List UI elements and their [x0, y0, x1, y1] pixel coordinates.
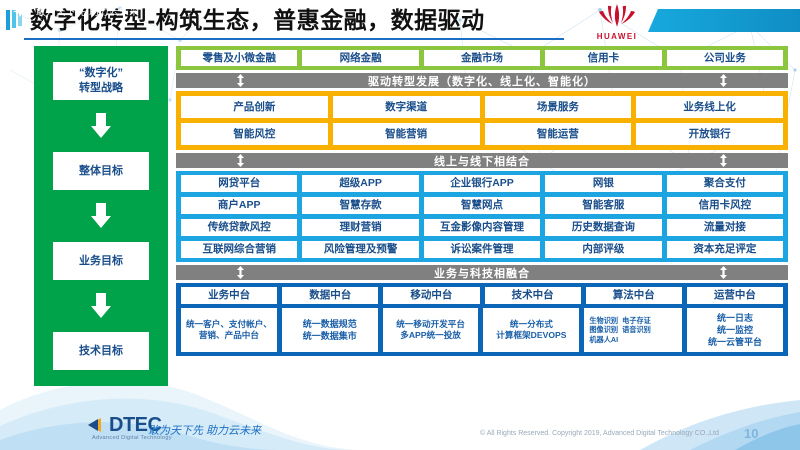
- double-arrow-icon: [237, 74, 244, 87]
- business-goal-item[interactable]: 商户APP: [181, 197, 298, 214]
- sidebar-item-tech-goal[interactable]: 技术目标: [53, 332, 149, 370]
- header-ribbon: [648, 9, 800, 32]
- sidebar-item-strategy[interactable]: “数字化”转型战略: [53, 62, 149, 100]
- business-goal-item[interactable]: 内部评级: [545, 241, 662, 258]
- business-lines-row: 零售及小微金融 网络金融 金融市场 信用卡 公司业务: [181, 50, 784, 66]
- dtec-wordmark: DTEC: [109, 414, 162, 436]
- business-goal-band: 网贷平台 超级APP 企业银行APP 网银 聚合支付 商户APP 智慧存款 智慧…: [176, 171, 788, 262]
- business-goal-item[interactable]: 传统贷款风控: [181, 219, 298, 236]
- business-goal-item[interactable]: 理财营销: [302, 219, 419, 236]
- page-number: 10: [744, 426, 759, 441]
- connector-drive-label: 驱动转型发展（数字化、线上化、智能化）: [368, 75, 596, 88]
- business-goal-item[interactable]: 信用卡风控: [666, 197, 784, 214]
- business-goal-item[interactable]: 互金影像内容管理: [423, 219, 541, 236]
- double-arrow-icon: [720, 74, 727, 87]
- overall-goal-item[interactable]: 数字渠道: [332, 96, 480, 118]
- footer-slogan: 敢为天下先 助力云未来: [148, 425, 262, 437]
- ribbon-slogan: 敢为天下先 助力云未来: [36, 7, 140, 18]
- double-arrow-icon: [237, 266, 244, 279]
- business-goal-item[interactable]: 互联网综合营销: [181, 241, 298, 258]
- tech-goal-title[interactable]: 运营中台: [686, 287, 784, 304]
- main-content: 零售及小微金融 网络金融 金融市场 信用卡 公司业务 驱动转型发展（数字化、线上…: [176, 46, 788, 356]
- business-goal-row-1: 网贷平台 超级APP 企业银行APP 网银 聚合支付: [181, 175, 784, 192]
- overall-goal-item[interactable]: 智能营销: [332, 123, 480, 145]
- title-underline: [24, 38, 564, 40]
- connector-online-offline-label: 线上与线下相结合: [434, 155, 530, 168]
- business-goal-item[interactable]: 超级APP: [302, 175, 419, 192]
- tech-goal-title[interactable]: 数据中台: [282, 287, 379, 304]
- overall-goal-item[interactable]: 场景服务: [484, 96, 632, 118]
- overall-goal-row-1: 产品创新 数字渠道 场景服务 业务线上化: [181, 96, 783, 118]
- slide-header: 数字化转型-构筑生态，普惠金融，数据驱动 HUAWEI 敢为天下先 助力云未来: [0, 0, 800, 41]
- overall-goal-band: 产品创新 数字渠道 场景服务 业务线上化 智能风控 智能营销 智能运营 开放银行: [176, 91, 788, 150]
- tech-goal-detail: 统一客户、支付帐户、营销、产品中台: [181, 308, 277, 352]
- business-goal-row-3: 传统贷款风控 理财营销 互金影像内容管理 历史数据查询 流量对接: [181, 219, 784, 236]
- huawei-wordmark: HUAWEI: [596, 32, 638, 41]
- tech-goal-title[interactable]: 业务中台: [181, 287, 278, 304]
- arrow-down-icon-1: [91, 113, 111, 139]
- page-title: 数字化转型-构筑生态，普惠金融，数据驱动: [30, 7, 485, 33]
- business-goal-item[interactable]: 网贷平台: [181, 175, 298, 192]
- business-goal-item[interactable]: 资本充足评定: [666, 241, 784, 258]
- business-goal-item[interactable]: 智能客服: [545, 197, 662, 214]
- business-goal-item[interactable]: 智慧网点: [423, 197, 541, 214]
- tech-goal-detail-row: 统一客户、支付帐户、营销、产品中台 统一数据规范统一数据集市 统一移动开发平台多…: [181, 308, 783, 352]
- business-goal-row-2: 商户APP 智慧存款 智慧网点 智能客服 信用卡风控: [181, 197, 784, 214]
- tech-goal-title-row: 业务中台 数据中台 移动中台 技术中台 算法中台 运营中台: [181, 287, 784, 304]
- connector-fusion: 业务与科技相融合: [176, 265, 788, 280]
- tech-goal-band: 业务中台 数据中台 移动中台 技术中台 算法中台 运营中台 统一客户、支付帐户、…: [176, 283, 788, 356]
- connector-drive: 驱动转型发展（数字化、线上化、智能化）: [176, 73, 788, 88]
- dtec-triangle-inner-icon: [88, 419, 98, 431]
- business-goal-row-4: 互联网综合营销 风险管理及预警 诉讼案件管理 内部评级 资本充足评定: [181, 241, 784, 258]
- sidebar-label-strategy: “数字化”转型战略: [79, 67, 123, 94]
- huawei-logo: HUAWEI: [587, 3, 647, 41]
- header-bars-icon: [6, 10, 26, 30]
- strategy-sidebar: “数字化”转型战略 整体目标 业务目标 技术目标: [34, 46, 168, 386]
- business-goal-item[interactable]: 历史数据查询: [545, 219, 662, 236]
- tech-goal-detail-algorithms: 生物识别电子存证图像识别语音识别机器人AI: [584, 308, 683, 352]
- business-line-item[interactable]: 零售及小微金融: [181, 50, 298, 66]
- tech-goal-detail: 统一日志统一监控统一云管平台: [687, 308, 783, 352]
- business-goal-item[interactable]: 企业银行APP: [423, 175, 541, 192]
- arrow-down-icon-2: [91, 203, 111, 229]
- overall-goal-item[interactable]: 智能风控: [181, 123, 328, 145]
- double-arrow-icon: [237, 154, 244, 167]
- slide-footer: DTEC Advanced Digital Technology 敢为天下先 助…: [0, 404, 800, 450]
- connector-fusion-label: 业务与科技相融合: [434, 267, 530, 280]
- tech-goal-detail: 统一分布式计算框架DEVOPS: [483, 308, 580, 352]
- overall-goal-item[interactable]: 产品创新: [181, 96, 328, 118]
- copyright-text: © All Rights Reserved. Copyright 2019, A…: [480, 430, 719, 437]
- business-line-item[interactable]: 信用卡: [545, 50, 662, 66]
- tech-goal-title[interactable]: 算法中台: [585, 287, 682, 304]
- business-goal-item[interactable]: 聚合支付: [666, 175, 784, 192]
- overall-goal-item[interactable]: 智能运营: [484, 123, 632, 145]
- dtec-tagline: Advanced Digital Technology: [92, 435, 172, 441]
- double-arrow-icon: [720, 266, 727, 279]
- business-goal-item[interactable]: 智慧存款: [302, 197, 419, 214]
- business-goal-item[interactable]: 诉讼案件管理: [423, 241, 541, 258]
- paper-plane-icon: [13, 6, 27, 17]
- double-arrow-icon: [720, 154, 727, 167]
- sidebar-item-business-goal[interactable]: 业务目标: [53, 242, 149, 280]
- tech-goal-detail: 统一移动开发平台多APP统一投放: [382, 308, 479, 352]
- business-lines-band: 零售及小微金融 网络金融 金融市场 信用卡 公司业务: [176, 46, 788, 70]
- business-line-item[interactable]: 公司业务: [666, 50, 784, 66]
- overall-goal-row-2: 智能风控 智能营销 智能运营 开放银行: [181, 123, 783, 145]
- business-line-item[interactable]: 网络金融: [302, 50, 419, 66]
- overall-goal-item[interactable]: 开放银行: [636, 123, 783, 145]
- business-goal-item[interactable]: 风险管理及预警: [302, 241, 419, 258]
- business-goal-item[interactable]: 网银: [545, 175, 662, 192]
- tech-goal-title[interactable]: 移动中台: [383, 287, 480, 304]
- tech-goal-title[interactable]: 技术中台: [484, 287, 581, 304]
- sidebar-item-overall-goal[interactable]: 整体目标: [53, 152, 149, 190]
- business-goal-item[interactable]: 流量对接: [666, 219, 784, 236]
- huawei-flower-icon: [599, 4, 635, 27]
- tech-goal-detail: 统一数据规范统一数据集市: [281, 308, 378, 352]
- dtec-logo: DTEC Advanced Digital Technology: [88, 415, 206, 441]
- business-line-item[interactable]: 金融市场: [423, 50, 541, 66]
- arrow-down-icon-3: [91, 293, 111, 319]
- connector-online-offline: 线上与线下相结合: [176, 153, 788, 168]
- overall-goal-item[interactable]: 业务线上化: [636, 96, 783, 118]
